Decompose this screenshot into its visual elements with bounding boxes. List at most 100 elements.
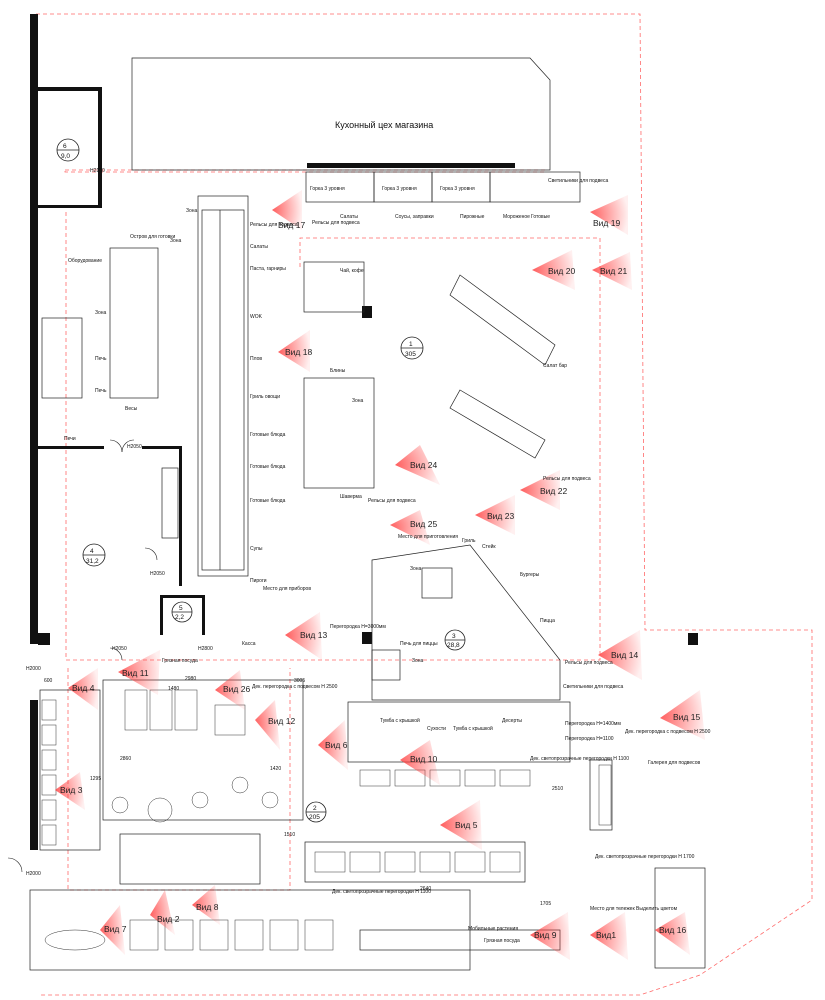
- view-label: Вид 15: [673, 712, 700, 722]
- dimension: 2510: [552, 786, 563, 792]
- label: Бургеры: [520, 572, 540, 578]
- label: Сухости: [427, 726, 446, 732]
- view-cone-13: [285, 612, 322, 660]
- label: Светильники для подвеса: [563, 684, 623, 690]
- door-label: H2800: [198, 646, 213, 652]
- label: Мороженое: [503, 214, 530, 220]
- view-cone-7: [100, 905, 125, 955]
- view-label: Вид 11: [122, 668, 149, 678]
- label: Тумба с крышкой: [380, 717, 420, 724]
- label: Весы: [125, 406, 138, 412]
- dimension: 3005: [294, 678, 305, 684]
- room-2-area: 205: [309, 814, 320, 821]
- label: Перегородка H=1400мм: [565, 721, 621, 727]
- view-cone-5: [440, 800, 482, 850]
- label: Паста, гарниры: [250, 266, 286, 272]
- label: Печь: [95, 356, 107, 362]
- walls: [30, 14, 698, 850]
- label: Зона: [95, 310, 107, 316]
- label: Рельсы для подвеса: [250, 222, 298, 228]
- label: Готовые блюда: [250, 432, 286, 438]
- view-label: Вид 25: [410, 519, 437, 529]
- label: Печи: [64, 436, 76, 442]
- view-label: Вид 12: [268, 716, 295, 726]
- room-markers: [56, 138, 466, 823]
- label: Оборудование: [68, 258, 102, 264]
- view-cone-15: [660, 690, 705, 740]
- kitchen-title: Кухонный цех магазина: [335, 120, 433, 130]
- room-5-area: 2,2: [175, 614, 184, 621]
- label: Плов: [250, 356, 262, 362]
- label: Место для приготовления: [398, 534, 458, 540]
- label: Зона: [410, 566, 422, 572]
- dimension: 1480: [168, 686, 179, 692]
- view-label: Вид 2: [157, 914, 180, 924]
- label: Дек. перегородка с подвесом H 2500: [252, 684, 338, 690]
- view-label: Вид 17: [278, 220, 305, 230]
- label: Дек. светопрозрачные перегородки H 1700: [595, 854, 695, 860]
- door-label: H2100: [90, 168, 105, 174]
- door-label: H2000: [26, 666, 41, 672]
- view-cone-2: [150, 890, 175, 935]
- label: Рельсы для подвеса: [565, 660, 613, 666]
- label: Дек. светопрозрачные перегородки H 1100: [332, 889, 431, 895]
- view-cone-18: [278, 330, 310, 372]
- label: Дек. светопрозрачные перегородки H 1100: [530, 756, 629, 762]
- label: Стейк: [482, 543, 496, 550]
- label: Рельсы для подвеса: [368, 498, 416, 504]
- label: WOK: [250, 314, 263, 320]
- view-label: Вид 19: [593, 218, 620, 228]
- view-cone-19: [590, 195, 628, 235]
- view-cone-26: [215, 670, 245, 710]
- view-label: Вид 21: [600, 266, 627, 276]
- label: Готовые: [531, 214, 550, 220]
- room-2-num: 2: [313, 805, 317, 812]
- label: Пироги: [250, 578, 267, 584]
- view-cone-8: [192, 885, 220, 925]
- label: Рельсы для подвеса: [543, 476, 591, 482]
- room-1-area: 305: [405, 351, 416, 358]
- label: Салаты: [340, 214, 358, 220]
- label: Зона: [412, 658, 424, 664]
- view-label: Вид1: [596, 930, 616, 940]
- doors: [7, 439, 158, 873]
- view-cones: [55, 190, 705, 960]
- label: Шаверма: [340, 494, 362, 500]
- dimension: 600: [44, 678, 53, 684]
- view-cone-21: [592, 252, 632, 290]
- tables: [41, 689, 612, 951]
- view-label: Вид 7: [104, 924, 127, 934]
- view-label: Вид 8: [196, 902, 219, 912]
- view-cone-1: [590, 912, 628, 960]
- view-label: Вид 22: [540, 486, 567, 496]
- label: Остров для готовки: [130, 234, 175, 240]
- label: Место для приборов: [263, 586, 311, 592]
- room-3-num: 3: [452, 633, 456, 640]
- view-cone-3: [55, 772, 85, 810]
- label: Перегородка H=1100: [565, 736, 614, 742]
- view-label: Вид 10: [410, 754, 437, 764]
- view-label: Вид 23: [487, 511, 514, 521]
- label: Супы: [250, 546, 263, 552]
- view-cone-14: [598, 630, 642, 680]
- view-label: Вид 5: [455, 820, 478, 830]
- label: Зона: [186, 208, 198, 214]
- label: Тумба с крышкой: [453, 725, 493, 732]
- room-6-num: 6: [63, 143, 67, 150]
- view-cone-6: [318, 720, 348, 770]
- salad-bars: [449, 274, 556, 459]
- label: Соусы, заправки: [395, 214, 434, 220]
- dimension: 1705: [540, 901, 551, 907]
- dimension: 1510: [284, 832, 295, 838]
- counter-row: [305, 171, 581, 203]
- view-label: Вид 24: [410, 460, 437, 470]
- room-4-num: 4: [90, 548, 94, 555]
- label: Салат бар: [543, 363, 567, 369]
- label: Грязная посуда: [162, 658, 198, 664]
- view-cone-9: [530, 912, 570, 960]
- label: Печь для пиццы: [400, 641, 438, 647]
- counter-label: Горка 3 уровня: [440, 186, 475, 192]
- label: Десерты: [502, 718, 522, 724]
- view-label: Вид 16: [659, 925, 686, 935]
